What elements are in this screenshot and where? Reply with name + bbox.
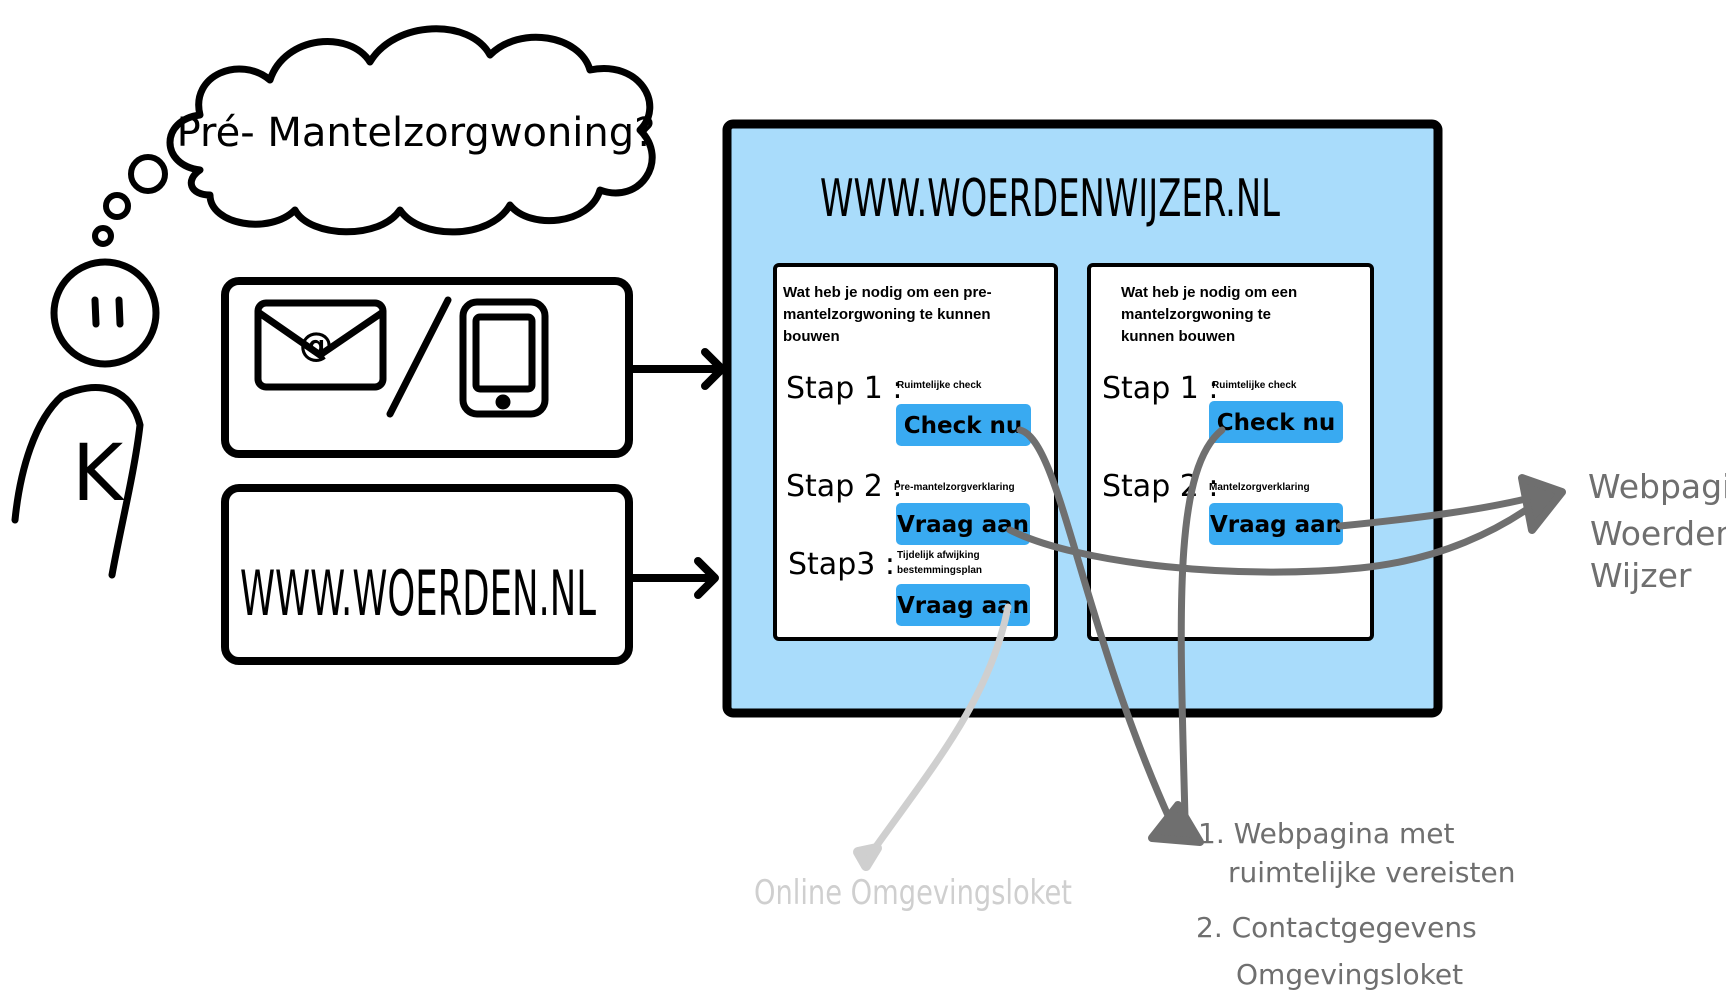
panel1-step3-sublabel-line2: bestemmingsplan bbox=[897, 565, 982, 576]
channel-separator bbox=[386, 296, 452, 418]
smartphone-icon bbox=[459, 298, 549, 418]
list-line3: 2. Contactgegevens bbox=[1196, 911, 1477, 944]
webpagina-label-line1: Webpagina bbox=[1588, 467, 1726, 506]
arrow-contact-to-site-head bbox=[701, 348, 726, 390]
person-eye-right bbox=[115, 296, 124, 328]
site-url-title: WWW.WOERDENWIJZER.NL bbox=[820, 169, 1280, 229]
panel1-check-nu-button[interactable] bbox=[896, 404, 1031, 446]
panel1-step3-vraag-aan-button[interactable] bbox=[896, 584, 1030, 626]
panel2-step2-vraag-aan-button[interactable] bbox=[1209, 503, 1343, 545]
website-label: WWW.WOERDEN.NL bbox=[240, 557, 596, 630]
panel2-heading-line1: Wat heb je nodig om een bbox=[1121, 284, 1297, 301]
panel2-step1-label: Stap 1 : bbox=[1102, 371, 1219, 406]
panel1-heading-line2: mantelzorgwoning te kunnen bbox=[783, 306, 991, 323]
panel1-step2-vraag-aan-button[interactable] bbox=[896, 503, 1030, 545]
panel1-step1-sublabel: Ruimtelijke check bbox=[897, 380, 982, 391]
thought-text: Pré- Mantelzorgwoning? bbox=[177, 110, 656, 156]
panel1-step3-sublabel-line1: Tijdelijk afwijking bbox=[897, 550, 980, 561]
email-at-symbol: @ bbox=[299, 325, 333, 365]
panel1-step2-vraag-aan-label: Vraag aan bbox=[897, 512, 1029, 538]
panel1-step1-label: Stap 1 : bbox=[786, 371, 903, 406]
online-omgevingsloket-label: Online Omgevingsloket bbox=[754, 873, 1072, 913]
person-head bbox=[50, 258, 160, 368]
panel2-heading-line2: mantelzorgwoning te bbox=[1121, 306, 1271, 323]
list-line1: 1. Webpagina met bbox=[1198, 817, 1454, 850]
panel1-step3-label: Stap3 : bbox=[788, 547, 895, 582]
panel1-step2-sublabel: Pre-mantelzorgverklaring bbox=[894, 482, 1015, 493]
panel2-check-nu-label: Check nu bbox=[1217, 410, 1336, 436]
arrow-panel1-vraag-aan-to-webpagina bbox=[1006, 496, 1544, 576]
arrow-to-webpagina-head bbox=[1518, 474, 1566, 534]
arrow-to-online-omgevingsloket-head bbox=[853, 843, 882, 871]
panel2-heading-line3: kunnen bouwen bbox=[1121, 328, 1235, 345]
panel1-check-nu-label: Check nu bbox=[904, 413, 1023, 439]
person-body bbox=[11, 384, 144, 579]
envelope-icon bbox=[254, 299, 387, 391]
person-figure bbox=[11, 258, 160, 579]
list-line4: Omgevingsloket bbox=[1236, 958, 1463, 991]
panel1-heading-line3: bouwen bbox=[783, 328, 840, 345]
thought-dots bbox=[92, 154, 168, 247]
person-eye-left bbox=[91, 296, 100, 328]
panel2-step2-sublabel: Mantelzorgverklaring bbox=[1209, 482, 1310, 493]
arrow-website-to-site-head bbox=[694, 557, 719, 599]
panel2-step2-label: Stap 2 : bbox=[1102, 469, 1219, 504]
thought-cloud bbox=[166, 25, 656, 236]
arrow-panel2-vraag-aan-to-webpagina bbox=[1336, 494, 1534, 530]
panel1-heading-line1: Wat heb je nodig om een pre- bbox=[783, 284, 992, 301]
arrow-to-list-head bbox=[1148, 801, 1204, 846]
panel1-step2-label: Stap 2 : bbox=[786, 469, 903, 504]
panel2-check-nu-button[interactable] bbox=[1209, 401, 1343, 443]
person-initial: K bbox=[72, 429, 125, 519]
arrow-to-online-omgevingsloket bbox=[866, 603, 1012, 859]
panel-pre-mantelzorgwoning bbox=[773, 263, 1058, 641]
panel2-step1-sublabel: Ruimtelijke check bbox=[1212, 380, 1297, 391]
webpagina-label-line3: Wijzer bbox=[1590, 556, 1692, 595]
list-line2: ruimtelijke vereisten bbox=[1228, 856, 1515, 889]
panel2-step2-vraag-aan-label: Vraag aan bbox=[1210, 512, 1342, 538]
webpagina-label-line2: Woerden bbox=[1590, 514, 1726, 553]
panel-mantelzorgwoning bbox=[1087, 263, 1374, 641]
